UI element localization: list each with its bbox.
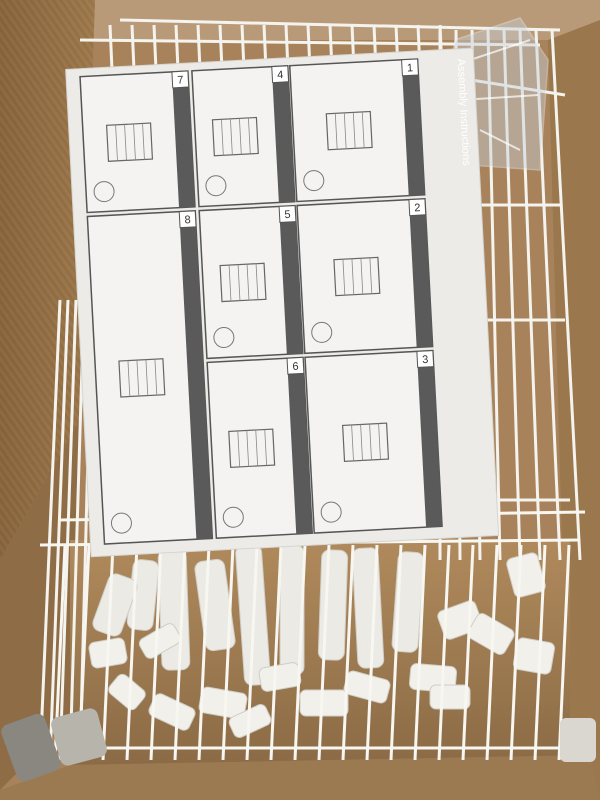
step-number: 7 [177,74,184,86]
plastic-connectors [88,544,556,738]
box-front-edge [0,755,600,800]
wire [509,544,523,761]
wire [245,544,259,761]
instructions-title: Assembly Instructions [455,58,473,166]
wire [269,544,283,761]
step-number: 2 [414,202,421,214]
wire [518,29,542,561]
step-illustration [105,122,154,162]
wire [197,544,211,761]
corner-sleeves [1,708,596,782]
wire [149,544,163,761]
wire [534,29,562,561]
wire [485,544,499,761]
instruction-step-panel: 6 [206,356,314,539]
step-number: 5 [284,209,291,221]
wire [341,544,355,761]
wire [365,544,379,761]
wire [317,544,331,761]
instruction-step-panel: 1 [288,58,426,203]
connector-tube [92,573,138,637]
instruction-step-panel: 8 [86,210,214,545]
step-number: 3 [422,354,429,366]
step-number: 8 [184,214,191,226]
step-number: 4 [277,69,284,81]
wire [550,29,582,561]
wire [173,544,187,761]
step-illustration [228,428,276,468]
wire [152,24,158,71]
wire [101,544,115,761]
wire [486,29,502,561]
shelf-clip [299,689,349,717]
instruction-step-panel: 4 [191,65,296,208]
wire [413,544,427,761]
step-illustration [219,262,267,303]
wire [461,544,475,761]
step-illustration [211,116,259,157]
wire [533,544,547,761]
wire [58,299,78,761]
instruction-step-panel: 5 [198,204,304,360]
wire [130,24,136,71]
wire [108,24,114,71]
wire [119,18,561,32]
step-number: 6 [292,361,299,373]
connector-tube [317,549,349,661]
step-number: 1 [407,62,414,74]
instruction-sheet: 1 2 3 4 5 6 7 8 Assembly Instructions [65,47,500,558]
step-illustration [118,358,166,398]
instruction-step-panel: 2 [296,198,434,355]
shelf-clip [429,684,471,710]
step-illustration [333,256,381,297]
step-illustration [325,110,373,151]
shelf-clip [108,673,146,711]
step-illustration [342,422,390,462]
wire [502,29,522,561]
wire [389,544,403,761]
shelf-clip [467,613,515,655]
connector-tube [351,547,385,669]
wire [221,544,235,761]
wire [125,544,139,761]
wire [174,24,180,71]
wire [48,299,70,761]
instruction-step-panel: 7 [79,70,196,214]
shelf-clip [138,623,182,659]
shelf-clip [512,637,556,675]
wire [293,544,307,761]
wire [38,299,62,761]
wire [437,544,451,761]
instruction-step-panel: 3 [304,349,443,534]
